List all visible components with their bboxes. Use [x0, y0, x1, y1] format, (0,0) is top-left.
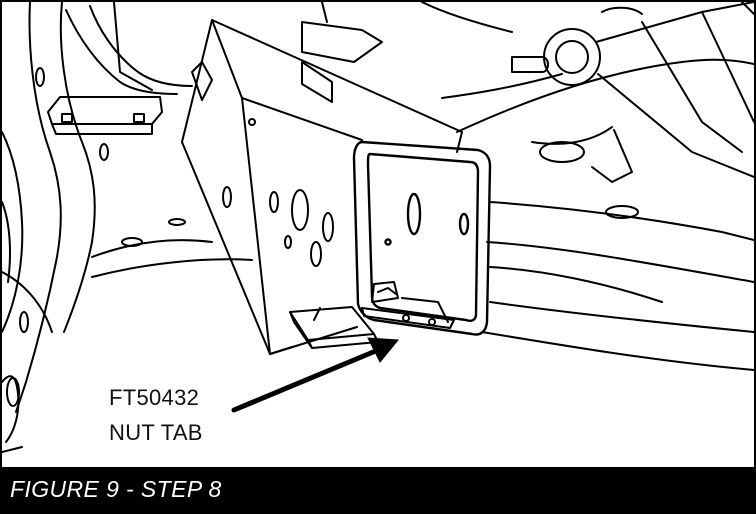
part-name-label: NUT TAB	[109, 420, 203, 445]
caption-bar: FIGURE 9 - STEP 8	[2, 467, 754, 512]
figure-caption: FIGURE 9 - STEP 8	[10, 476, 222, 502]
hitch-receiver-tube	[181, 19, 463, 355]
upper-bracket	[47, 2, 193, 135]
callout-arrow	[231, 337, 400, 413]
right-cross-member	[441, 58, 754, 371]
background-structure	[2, 2, 663, 453]
lower-plate	[289, 306, 379, 349]
line-drawing	[2, 2, 754, 453]
nut-tab-part	[361, 281, 455, 329]
receiver-opening	[352, 140, 492, 336]
part-number-label: FT50432	[109, 385, 200, 410]
spring-shackle	[511, 2, 754, 178]
left-frame-rail	[2, 2, 109, 443]
